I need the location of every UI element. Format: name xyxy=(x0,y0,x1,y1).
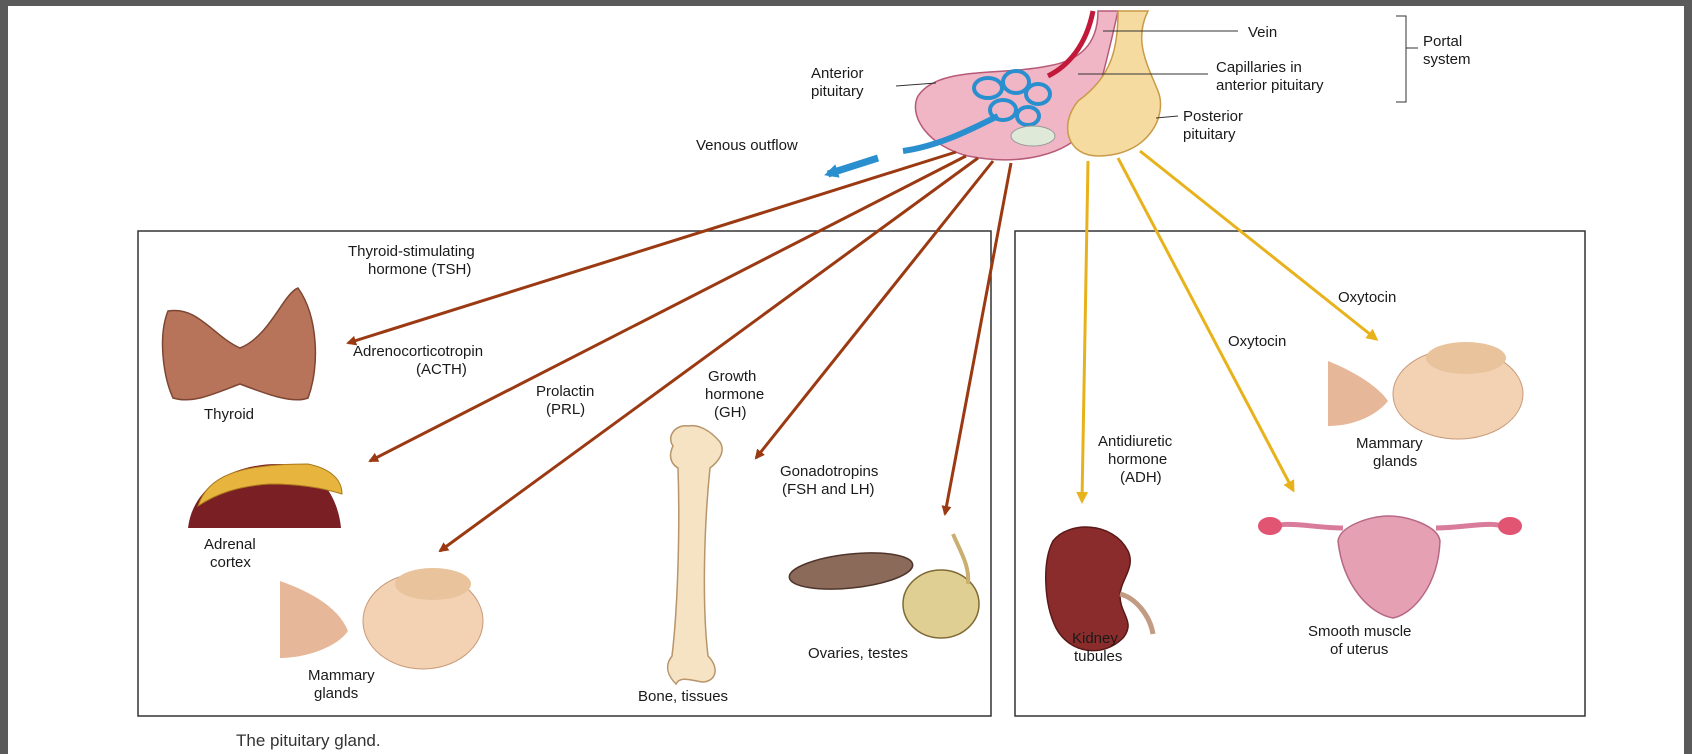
gonadotropins-label-line1: Gonadotropins xyxy=(780,463,878,480)
oxytocin-top-label: Oxytocin xyxy=(1338,289,1396,306)
gh-label-line3: (GH) xyxy=(714,404,747,421)
figure-caption: The pituitary gland. xyxy=(236,731,381,750)
portal-label-line2: system xyxy=(1423,51,1471,68)
gh-label-line1: Growth xyxy=(708,368,756,385)
mammary-left-label-line1: Mammary xyxy=(308,667,375,684)
uterus-label-line1: Smooth muscle xyxy=(1308,623,1411,640)
gonads-illustration xyxy=(788,534,979,638)
gh-label-line2: hormone xyxy=(705,386,764,403)
prolactin-label-line1: Prolactin xyxy=(536,383,594,400)
thyroid-label: Thyroid xyxy=(204,406,254,423)
portal-label-line1: Portal xyxy=(1423,33,1462,50)
anterior-label-line1: Anterior xyxy=(811,65,864,82)
mammary-left-label-line2: glands xyxy=(314,685,358,702)
adh-label-line1: Antidiuretic xyxy=(1098,433,1173,450)
venous-outflow-label: Venous outflow xyxy=(696,137,798,154)
adrenal-label-line1: Adrenal xyxy=(204,536,256,553)
acth-label-line1: Adrenocorticotropin xyxy=(353,343,483,360)
bone-label: Bone, tissues xyxy=(638,688,728,705)
uterus-illustration xyxy=(1258,516,1522,618)
mammary-left-illustration xyxy=(280,568,483,669)
adrenal-label-line2: cortex xyxy=(210,554,251,571)
acth-label-line2: (ACTH) xyxy=(416,361,467,378)
ovaries-label: Ovaries, testes xyxy=(808,645,908,662)
prolactin-label-line2: (PRL) xyxy=(546,401,585,418)
uterus-label-line2: of uterus xyxy=(1330,641,1388,658)
prolactin-arrow xyxy=(440,158,978,551)
posterior-label-line2: pituitary xyxy=(1183,126,1236,143)
kidney-label-line1: Kidney xyxy=(1072,630,1118,647)
adh-arrow xyxy=(1082,161,1088,501)
oxytocin-mammary-arrow xyxy=(1140,151,1376,339)
pituitary-gland xyxy=(903,11,1161,160)
tsh-label-line2: hormone (TSH) xyxy=(368,261,471,278)
oxytocin-mid-label: Oxytocin xyxy=(1228,333,1286,350)
bone-illustration xyxy=(668,426,722,684)
cell-cluster xyxy=(1011,126,1055,146)
figure-card: Vein Capillaries in anterior pituitary P… xyxy=(8,6,1684,754)
pituitary-diagram: Vein Capillaries in anterior pituitary P… xyxy=(8,6,1684,754)
anterior-label-line2: pituitary xyxy=(811,83,864,100)
mammary-right-illustration xyxy=(1328,342,1523,439)
mammary-right-label-line1: Mammary xyxy=(1356,435,1423,452)
tsh-label-line1: Thyroid-stimulating xyxy=(348,243,475,260)
venous-outflow-arrow xyxy=(828,158,878,174)
capillaries-label-line2: anterior pituitary xyxy=(1216,77,1324,94)
gonadotropins-label-line2: (FSH and LH) xyxy=(782,481,875,498)
posterior-label-line1: Posterior xyxy=(1183,108,1243,125)
growth-hormone-arrow xyxy=(756,161,993,458)
adh-label-line3: (ADH) xyxy=(1120,469,1162,486)
capillaries-label-line1: Capillaries in xyxy=(1216,59,1302,76)
thyroid-illustration xyxy=(163,288,316,400)
adrenal-illustration xyxy=(188,464,342,528)
adh-label-line2: hormone xyxy=(1108,451,1167,468)
kidney-label-line2: tubules xyxy=(1074,648,1122,665)
mammary-right-label-line2: glands xyxy=(1373,453,1417,470)
gonadotropins-arrow xyxy=(945,163,1011,514)
vein-label: Vein xyxy=(1248,24,1277,41)
